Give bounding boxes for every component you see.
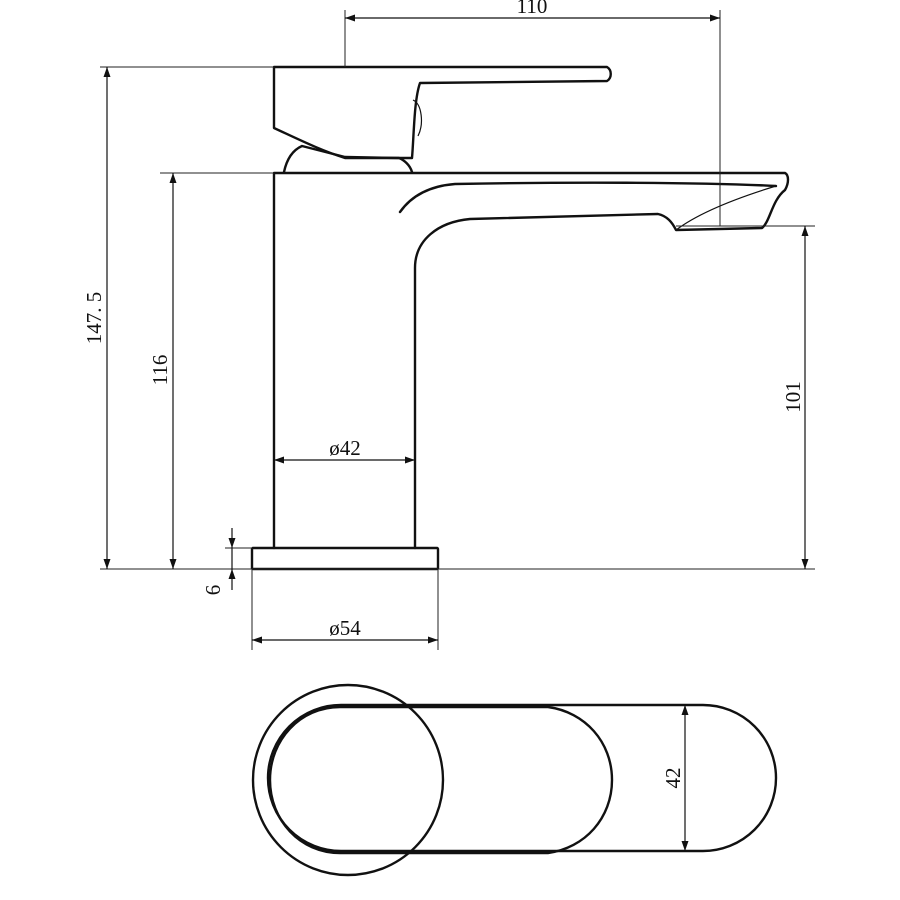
- side-elevation-view: [250, 65, 790, 571]
- spout-tip-facet: [675, 185, 777, 231]
- dimension-label-116: 116: [148, 355, 172, 386]
- spout-top-curve: [398, 181, 778, 214]
- dimension-label-101: 101: [781, 381, 805, 413]
- side-dimensions: 110 147. 5 116 101 ø42 ø54 6: [82, 0, 815, 650]
- plan-base-circle: [251, 683, 445, 877]
- plan-dimensions: 42: [661, 705, 689, 851]
- faucet-body-outline: [272, 171, 790, 550]
- dimension-label-6: 6: [201, 585, 225, 596]
- plan-lever-top: [268, 705, 614, 855]
- dimension-label-147-5: 147. 5: [82, 292, 106, 345]
- dimension-label-body-diameter: ø42: [329, 436, 361, 460]
- lever-inner-edge: [412, 99, 423, 137]
- plan-body-oval: [266, 703, 778, 853]
- dimension-label-110: 110: [517, 0, 548, 18]
- lever-handle: [272, 65, 612, 160]
- dimension-label-plan-42: 42: [661, 768, 685, 789]
- plan-view: [251, 683, 778, 877]
- base-plate: [250, 546, 440, 571]
- dimension-label-base-diameter: ø54: [329, 616, 361, 640]
